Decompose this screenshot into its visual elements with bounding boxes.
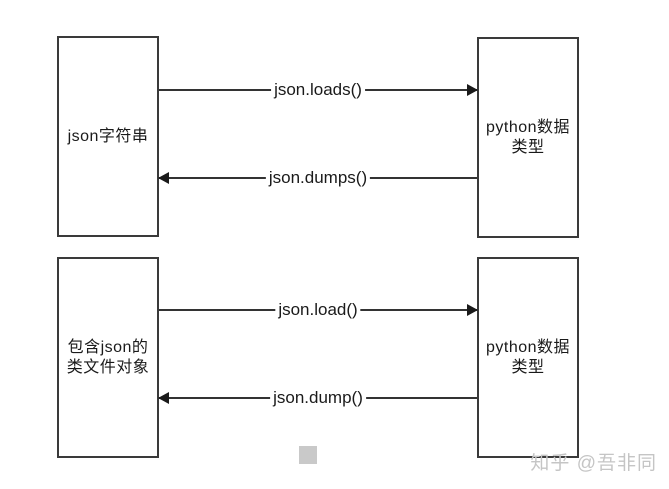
- arrowhead-left-icon: [158, 392, 169, 404]
- arrowhead-left-icon: [158, 172, 169, 184]
- node-json-string-label: json字符串: [67, 127, 149, 145]
- zhihu-watermark: 知乎 @吾非同: [530, 453, 657, 474]
- node-python-datatype-top-label-line2: 类型: [511, 138, 545, 156]
- arrow-json-loads-label: json.loads(): [271, 80, 365, 100]
- arrow-json-loads: json.loads(): [159, 80, 478, 100]
- node-json-file-object-label-line1: 包含json的: [67, 338, 149, 356]
- arrow-json-dump: json.dump(): [158, 388, 477, 408]
- arrow-json-dump-label: json.dump(): [270, 388, 366, 408]
- arrowhead-right-icon: [467, 84, 478, 96]
- arrow-json-load-label: json.load(): [275, 300, 361, 320]
- arrowhead-right-icon: [467, 304, 478, 316]
- arrow-json-dumps-label: json.dumps(): [265, 168, 371, 188]
- node-python-datatype-bottom-label-line1: python数据: [485, 338, 571, 356]
- node-python-datatype-bottom: python数据 类型: [477, 257, 579, 458]
- arrow-json-dumps: json.dumps(): [158, 168, 477, 188]
- node-python-datatype-top: python数据 类型: [477, 37, 579, 238]
- node-json-string: json字符串: [57, 36, 159, 237]
- node-python-datatype-top-label-line1: python数据: [485, 118, 571, 136]
- node-python-datatype-bottom-label-line2: 类型: [511, 358, 545, 376]
- gray-square-decoration: [299, 446, 317, 464]
- arrow-json-load: json.load(): [159, 300, 478, 320]
- node-json-file-object: 包含json的 类文件对象: [57, 257, 159, 458]
- node-json-file-object-label-line2: 类文件对象: [66, 358, 150, 376]
